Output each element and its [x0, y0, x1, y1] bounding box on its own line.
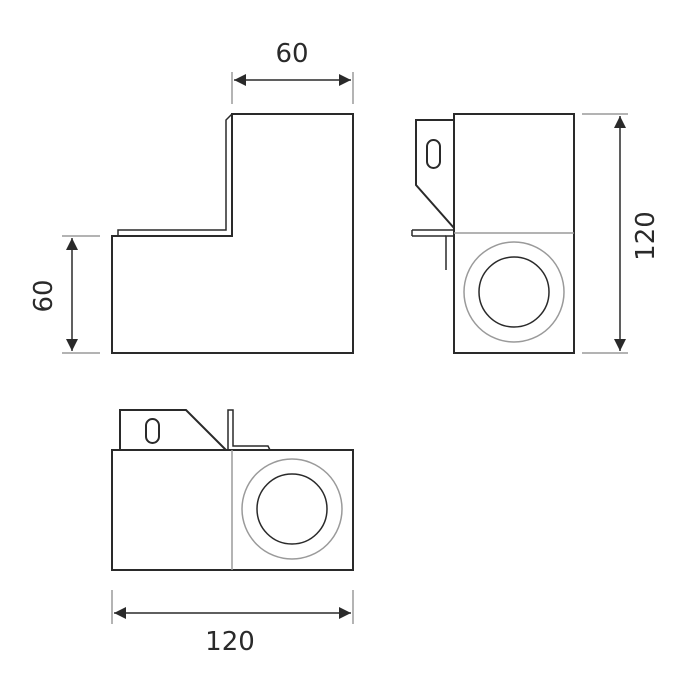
top-view-bracket: [119, 409, 229, 451]
dimension-bottom-width: 120: [111, 590, 354, 657]
side-view-step-edge: [117, 113, 233, 236]
mounting-bracket: [415, 119, 455, 231]
bracket-slot-hole: [426, 139, 441, 169]
dimension-top-width: 60: [231, 39, 354, 104]
dimension-left-height: 60: [29, 235, 100, 354]
top-view: [111, 409, 354, 571]
dimension-right-height: 120: [582, 113, 661, 354]
dimension-label-bottom-width: 120: [205, 627, 255, 657]
front-view: [411, 113, 575, 354]
side-view-outline: [111, 113, 354, 354]
dimension-label-right-height: 120: [631, 211, 661, 261]
dimension-label-left-height: 60: [29, 279, 59, 312]
front-view-inner-circle: [478, 256, 550, 328]
top-view-inner-circle: [256, 473, 328, 545]
top-view-outer-circle: [241, 458, 343, 560]
front-view-outer-circle: [463, 241, 565, 343]
top-view-tab: [227, 409, 271, 451]
dimension-label-top-width: 60: [275, 39, 308, 69]
side-view: [111, 113, 354, 354]
top-view-slot-hole: [145, 418, 160, 444]
